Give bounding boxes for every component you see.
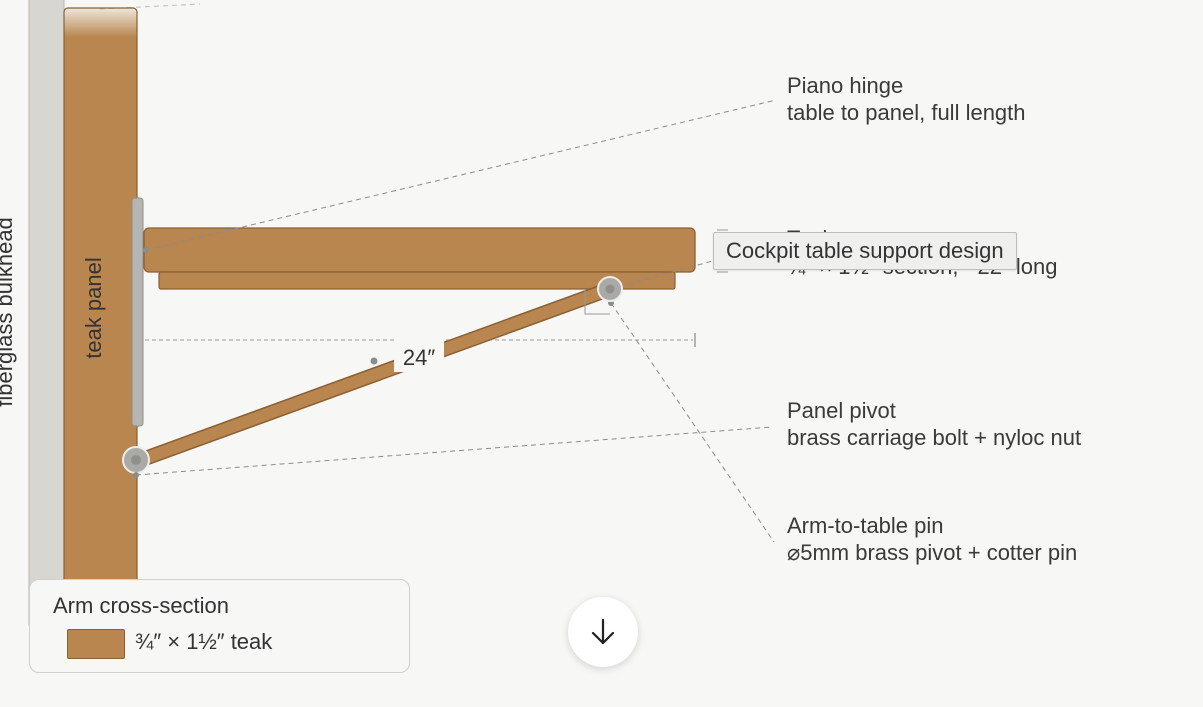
scroll-down-button[interactable] [568, 597, 638, 667]
pivot-callout-sub: brass carriage bolt + nyloc nut [787, 425, 1081, 450]
table-cleat [158, 271, 676, 290]
diagram-title-tooltip: Cockpit table support design [713, 232, 1017, 270]
support-arm [132, 283, 616, 467]
arm-to-table-pin-center [605, 284, 615, 294]
arrow-down-icon [591, 618, 615, 645]
piano-hinge [131, 197, 144, 427]
pin-leader [610, 302, 775, 543]
dimension-label: 24″ [403, 345, 435, 370]
fiberglass-bulkhead [28, 0, 65, 628]
table-top [143, 227, 696, 273]
arm-midpoint-marker [370, 357, 378, 365]
arm-cross-section-legend: Arm cross-section ¾″ × 1½″ teak [29, 579, 410, 673]
bulkhead-label: fiberglass bulkhead [0, 217, 17, 407]
teak-panel-label: teak panel [81, 257, 106, 359]
hinge-callout-title: Piano hinge [787, 73, 903, 98]
top-leader-line [99, 3, 201, 10]
pin-callout-sub: ⌀5mm brass pivot + cotter pin [787, 540, 1077, 565]
dimension-label-bg [394, 338, 444, 372]
legend-title: Arm cross-section [53, 593, 230, 618]
hinge-callout-sub: table to panel, full length [787, 100, 1026, 125]
hinge-leader-dot [143, 247, 149, 253]
pivot-leader [135, 426, 773, 476]
right-angle-marker [584, 290, 610, 315]
legend-item-label: ¾″ × 1½″ teak [135, 629, 273, 654]
pivot-callout-title: Panel pivot [787, 398, 896, 423]
panel-pivot-leader-dot [133, 472, 139, 478]
teak-swatch [67, 629, 125, 659]
table-leader [610, 259, 717, 290]
panel-pivot-bolt-center [131, 455, 141, 465]
pin-callout-title: Arm-to-table pin [787, 513, 944, 538]
